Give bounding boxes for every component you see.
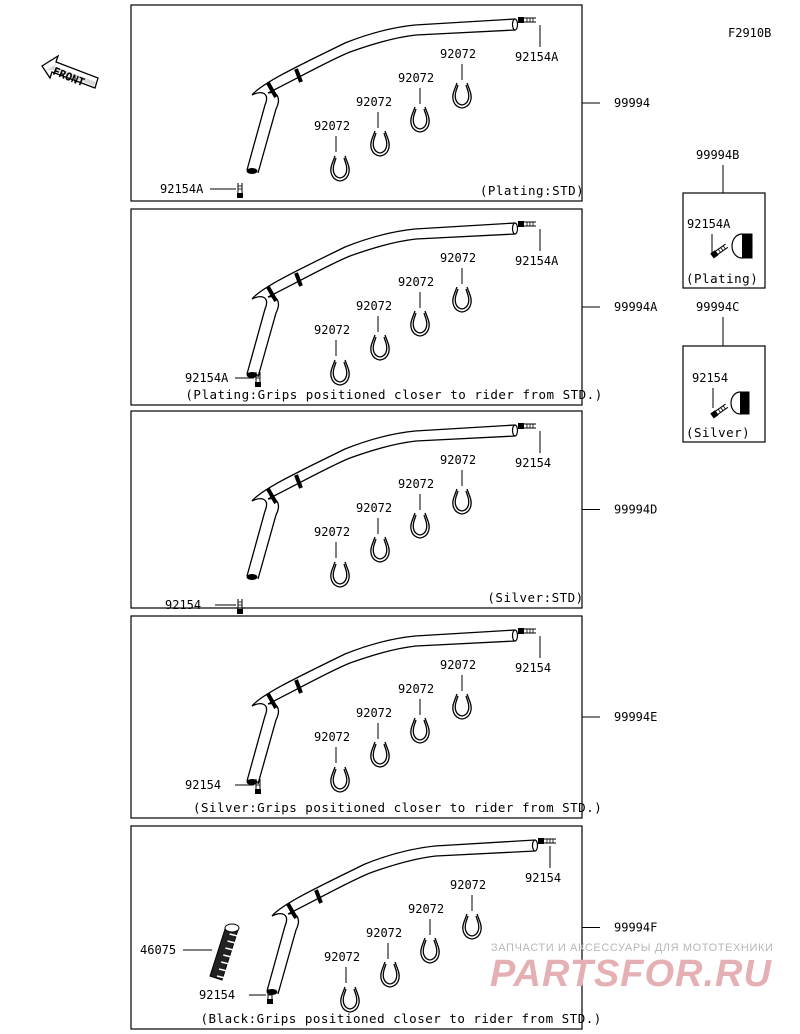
panel-99994F: 99994F 92154 92072 92072 92072 92072 92154 (Bla… [130, 825, 657, 1030]
assembly-number: 99994D [614, 503, 657, 517]
panel-caption: (Silver:Grips positioned closer to rider… [193, 800, 602, 815]
panel-99994D: 99994D 92154 92072 92072 92072 92072 92154 (Sil… [130, 410, 657, 615]
clamp-icon [462, 913, 482, 940]
watermark-logo: PARTSFOR.RU [490, 953, 772, 995]
part-label-clamp: 92072 [314, 119, 350, 133]
side-kit-part: 92154 [692, 371, 728, 385]
clamp-icon [380, 961, 400, 988]
part-label-bottom-bolt: 92154 [165, 598, 201, 612]
part-label-bottom-bolt: 92154A [185, 371, 229, 385]
bolt-icon [517, 627, 537, 635]
clamp-icon [370, 334, 390, 361]
figure-code: F2910B [728, 26, 771, 40]
front-label: FRONT [51, 65, 87, 90]
clamp-icon [340, 986, 360, 1013]
part-label-clamp: 92072 [356, 299, 392, 313]
clamp-icon [420, 937, 440, 964]
part-label-bottom-bolt: 92154 [185, 778, 221, 792]
clamp-icon [452, 693, 472, 720]
panel-99994E: 99994E 92154 92072 92072 92072 92072 92154 (Sil… [130, 615, 657, 819]
panel-caption: (Black:Grips positioned closer to rider … [201, 1011, 602, 1026]
front-arrow-icon: FRONT [41, 54, 99, 90]
bolt-icon [236, 182, 244, 199]
bolt-icon [254, 371, 262, 388]
clamp-icon [410, 310, 430, 337]
handlebar-icon [246, 629, 519, 785]
clamp-icon [452, 286, 472, 313]
side-kit-assembly: 99994B [696, 148, 739, 162]
panel-caption: (Silver:STD) [487, 590, 583, 605]
part-label-bottom-bolt: 92154 [199, 988, 235, 1002]
bolt-icon [517, 422, 537, 430]
part-label-clamp: 92072 [324, 950, 360, 964]
side-kit-assembly: 99994C [696, 300, 739, 314]
clamp-icon [452, 82, 472, 109]
part-label-clamp: 92072 [440, 251, 476, 265]
handlebar-icon [266, 839, 539, 995]
clamp-icon [370, 536, 390, 563]
bolt-icon [254, 778, 262, 795]
assembly-number: 99994A [614, 300, 658, 314]
part-label-top-bolt: 92154 [515, 456, 551, 470]
part-label-bottom-bolt: 92154A [160, 182, 204, 196]
part-label-top-bolt: 92154 [515, 661, 551, 675]
part-label-clamp: 92072 [450, 878, 486, 892]
clamp-icon [330, 359, 350, 386]
side-kit-99994B: 99994B 92154A (Plating) [682, 148, 766, 289]
panel-99994: 99994 92154A 92072 92072 92072 92072 92154A (Pl… [130, 4, 650, 202]
part-label-clamp: 92072 [398, 477, 434, 491]
clamp-icon [452, 488, 472, 515]
part-label-clamp: 92072 [398, 682, 434, 696]
part-label-clamp: 92072 [356, 706, 392, 720]
part-label-top-bolt: 92154A [515, 50, 559, 64]
part-label-clamp: 92072 [440, 47, 476, 61]
side-kit-part: 92154A [687, 217, 731, 231]
watermark-tagline: ЗАПЧАСТИ И АКСЕССУАРЫ ДЛЯ МОТОТЕХНИКИ [491, 942, 773, 954]
part-label-clamp: 92072 [314, 730, 350, 744]
part-label-clamp: 92072 [440, 453, 476, 467]
part-label-clamp: 92072 [314, 323, 350, 337]
side-kit-99994C: 99994C 92154 (Silver) [682, 300, 766, 443]
clamp-icon [330, 155, 350, 182]
side-kit-caption: (Plating) [686, 271, 758, 286]
grip-icon [209, 923, 246, 981]
part-label-clamp: 92072 [366, 926, 402, 940]
clamp-icon [330, 766, 350, 793]
clamp-icon [370, 130, 390, 157]
part-label-clamp: 92072 [398, 275, 434, 289]
handlebar-icon [246, 222, 519, 378]
part-label-top-bolt: 92154 [525, 871, 561, 885]
clamp-icon [370, 741, 390, 768]
bolt-icon [236, 598, 244, 615]
bolt-icon [537, 837, 557, 845]
bar-end-icon [730, 391, 750, 415]
handlebar-icon [246, 18, 519, 174]
bar-end-icon [731, 233, 753, 259]
bolt-icon [517, 16, 537, 24]
assembly-number: 99994E [614, 710, 657, 724]
part-label-grip: 46075 [140, 943, 176, 957]
clamp-icon [410, 512, 430, 539]
handlebar-icon [246, 424, 519, 580]
assembly-number: 99994 [614, 96, 650, 110]
assembly-number: 99994F [614, 921, 657, 935]
part-label-clamp: 92072 [440, 658, 476, 672]
clamp-icon [330, 561, 350, 588]
part-label-clamp: 92072 [408, 902, 444, 916]
panel-caption: (Plating:Grips positioned closer to ride… [185, 387, 602, 402]
panel-caption: (Plating:STD) [480, 183, 584, 198]
part-label-clamp: 92072 [314, 525, 350, 539]
clamp-icon [410, 717, 430, 744]
panel-99994A: 99994A 92154A 92072 92072 92072 92072 92154A (P… [130, 208, 658, 406]
side-kit-caption: (Silver) [686, 425, 750, 440]
part-label-clamp: 92072 [356, 501, 392, 515]
part-label-top-bolt: 92154A [515, 254, 559, 268]
bolt-icon [517, 220, 537, 228]
part-label-clamp: 92072 [356, 95, 392, 109]
part-label-clamp: 92072 [398, 71, 434, 85]
clamp-icon [410, 106, 430, 133]
